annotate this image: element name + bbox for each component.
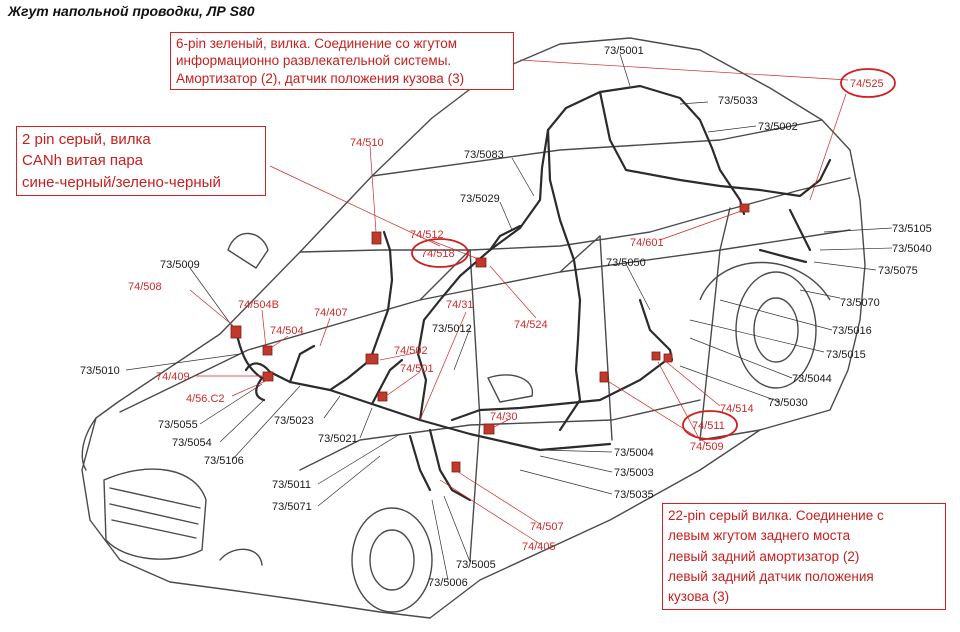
annotation-22pin-line-4: левый задний датчик положения: [668, 568, 874, 584]
leader-lines: [125, 53, 893, 581]
annotation-2pin: 2 pin серый, вилка CANh витая пара сине-…: [16, 126, 266, 196]
label-73-5023: 73/5023: [274, 415, 314, 427]
labels-red: 74/525 74/510 74/512 74/518 74/601 74/50…: [128, 78, 884, 553]
annotation-6pin-line-2: информационно развлекательной системы.: [176, 53, 452, 69]
wiring-harness: [234, 84, 832, 502]
annotation-22pin-line-1: 22-pin серый вилка. Соединение с: [668, 508, 884, 523]
annotation-22pin-line-2: левым жгутом заднего моста: [668, 528, 851, 544]
label-73-5044: 73/5044: [792, 373, 832, 385]
label-73-5012: 73/5012: [432, 323, 472, 335]
label-74-407: 74/407: [314, 307, 348, 319]
label-73-5033: 73/5033: [718, 95, 758, 107]
circle-74-518: [411, 238, 469, 268]
label-73-5030: 73/5030: [768, 397, 808, 409]
label-4-56-c2: 4/56.C2: [186, 393, 225, 405]
annotation-2pin-line-2: CANh витая пара: [22, 152, 144, 170]
label-74-511: 74/511: [692, 420, 725, 432]
labels-black: 73/5001 73/5033 73/5002 73/5083 73/5029 …: [80, 45, 932, 589]
label-73-5011: 73/5011: [272, 479, 311, 491]
label-74-409: 74/409: [156, 371, 190, 383]
label-74-504: 74/504: [270, 325, 304, 337]
label-74-504b: 74/504B: [238, 299, 279, 311]
label-73-5003: 73/5003: [614, 467, 654, 479]
label-73-5055: 73/5055: [158, 419, 198, 431]
car-outline: [81, 37, 866, 619]
label-73-5004: 73/5004: [614, 447, 654, 459]
callout-circles: [411, 68, 896, 440]
label-73-5005: 73/5005: [456, 559, 496, 571]
label-74-512: 74/512: [410, 229, 444, 241]
label-73-5006: 73/5006: [428, 577, 468, 589]
label-74-525: 74/525: [850, 78, 884, 90]
label-74-405: 74/405: [522, 541, 556, 553]
label-73-5035: 73/5035: [614, 489, 654, 501]
label-73-5021: 73/5021: [318, 433, 358, 445]
annotation-2pin-line-1: 2 pin серый, вилка: [22, 131, 151, 148]
annotation-6pin: 6-pin зеленый, вилка. Соединение со жгут…: [170, 32, 514, 90]
label-74-514: 74/514: [720, 403, 754, 415]
annotation-2pin-line-3: сине-черный/зелено-черный: [22, 173, 221, 191]
label-74-31: 74/31: [446, 299, 474, 311]
page-title: Жгут напольной проводки, ЛР S80: [8, 3, 255, 19]
label-73-5015: 73/5015: [826, 349, 866, 361]
annotation-22pin: 22-pin серый вилка. Соединение с левым ж…: [662, 503, 946, 611]
wheels: [351, 261, 831, 613]
circle-74-511: [682, 410, 738, 440]
label-74-524: 74/524: [514, 319, 548, 331]
annotation-22pin-line-3: левый задний амортизатор (2): [668, 548, 860, 564]
annotation-6pin-line-3: Амортизатор (2), датчик положения кузова…: [176, 70, 465, 86]
label-74-501: 74/501: [400, 363, 434, 375]
label-73-5083: 73/5083: [464, 149, 504, 161]
label-73-5002: 73/5002: [758, 121, 798, 133]
label-73-5040: 73/5040: [892, 243, 932, 255]
label-73-5009: 73/5009: [160, 259, 200, 271]
annotation-6pin-line-1: 6-pin зеленый, вилка. Соединение со жгут…: [176, 36, 458, 51]
leader-lines-red: [189, 59, 849, 545]
label-73-5010: 73/5010: [80, 365, 120, 377]
label-74-507: 74/507: [530, 521, 564, 533]
label-73-5029: 73/5029: [460, 193, 500, 205]
label-74-502: 74/502: [394, 345, 428, 357]
label-73-5071: 73/5071: [272, 501, 312, 513]
circle-74-525: [840, 68, 896, 98]
label-74-30: 74/30: [490, 411, 518, 423]
label-73-5050: 73/5050: [606, 257, 646, 269]
annotation-22pin-line-5: кузова (3): [668, 589, 730, 604]
label-73-5001: 73/5001: [604, 45, 644, 57]
label-73-5016: 73/5016: [832, 325, 872, 337]
label-74-509: 74/509: [690, 441, 724, 453]
label-73-5075: 73/5075: [878, 265, 918, 277]
label-74-518: 74/518: [421, 248, 455, 260]
label-73-5054: 73/5054: [172, 437, 212, 449]
label-74-510: 74/510: [350, 137, 384, 149]
label-73-5105: 73/5105: [892, 223, 932, 235]
connectors: [230, 203, 750, 473]
label-74-508: 74/508: [128, 281, 162, 293]
label-73-5070: 73/5070: [840, 297, 880, 309]
label-74-601: 74/601: [630, 237, 664, 249]
label-73-5106: 73/5106: [204, 455, 244, 467]
